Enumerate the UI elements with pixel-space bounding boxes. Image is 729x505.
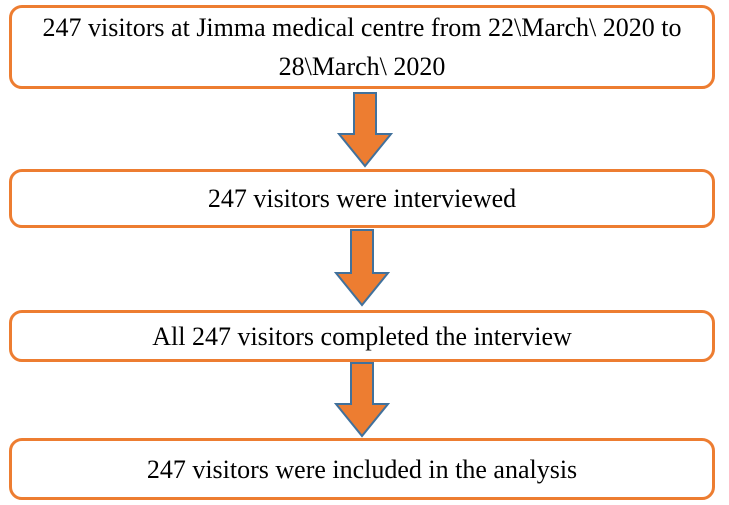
down-arrow-2 bbox=[334, 229, 390, 309]
flow-step-4: 247 visitors were included in the analys… bbox=[9, 438, 715, 500]
flow-step-2: 247 visitors were interviewed bbox=[9, 169, 715, 228]
flow-step-2-text: 247 visitors were interviewed bbox=[207, 184, 517, 213]
flow-step-1: 247 visitors at Jimma medical centre fro… bbox=[9, 5, 715, 89]
flow-step-1-text: 247 visitors at Jimma medical centre fro… bbox=[42, 13, 682, 81]
down-arrow-3 bbox=[334, 362, 390, 442]
flow-step-3-text: All 247 visitors completed the interview bbox=[152, 321, 572, 351]
down-arrow-1 bbox=[337, 92, 393, 172]
flow-step-3: All 247 visitors completed the interview bbox=[9, 310, 715, 362]
flow-step-4-text: 247 visitors were included in the analys… bbox=[146, 454, 578, 484]
